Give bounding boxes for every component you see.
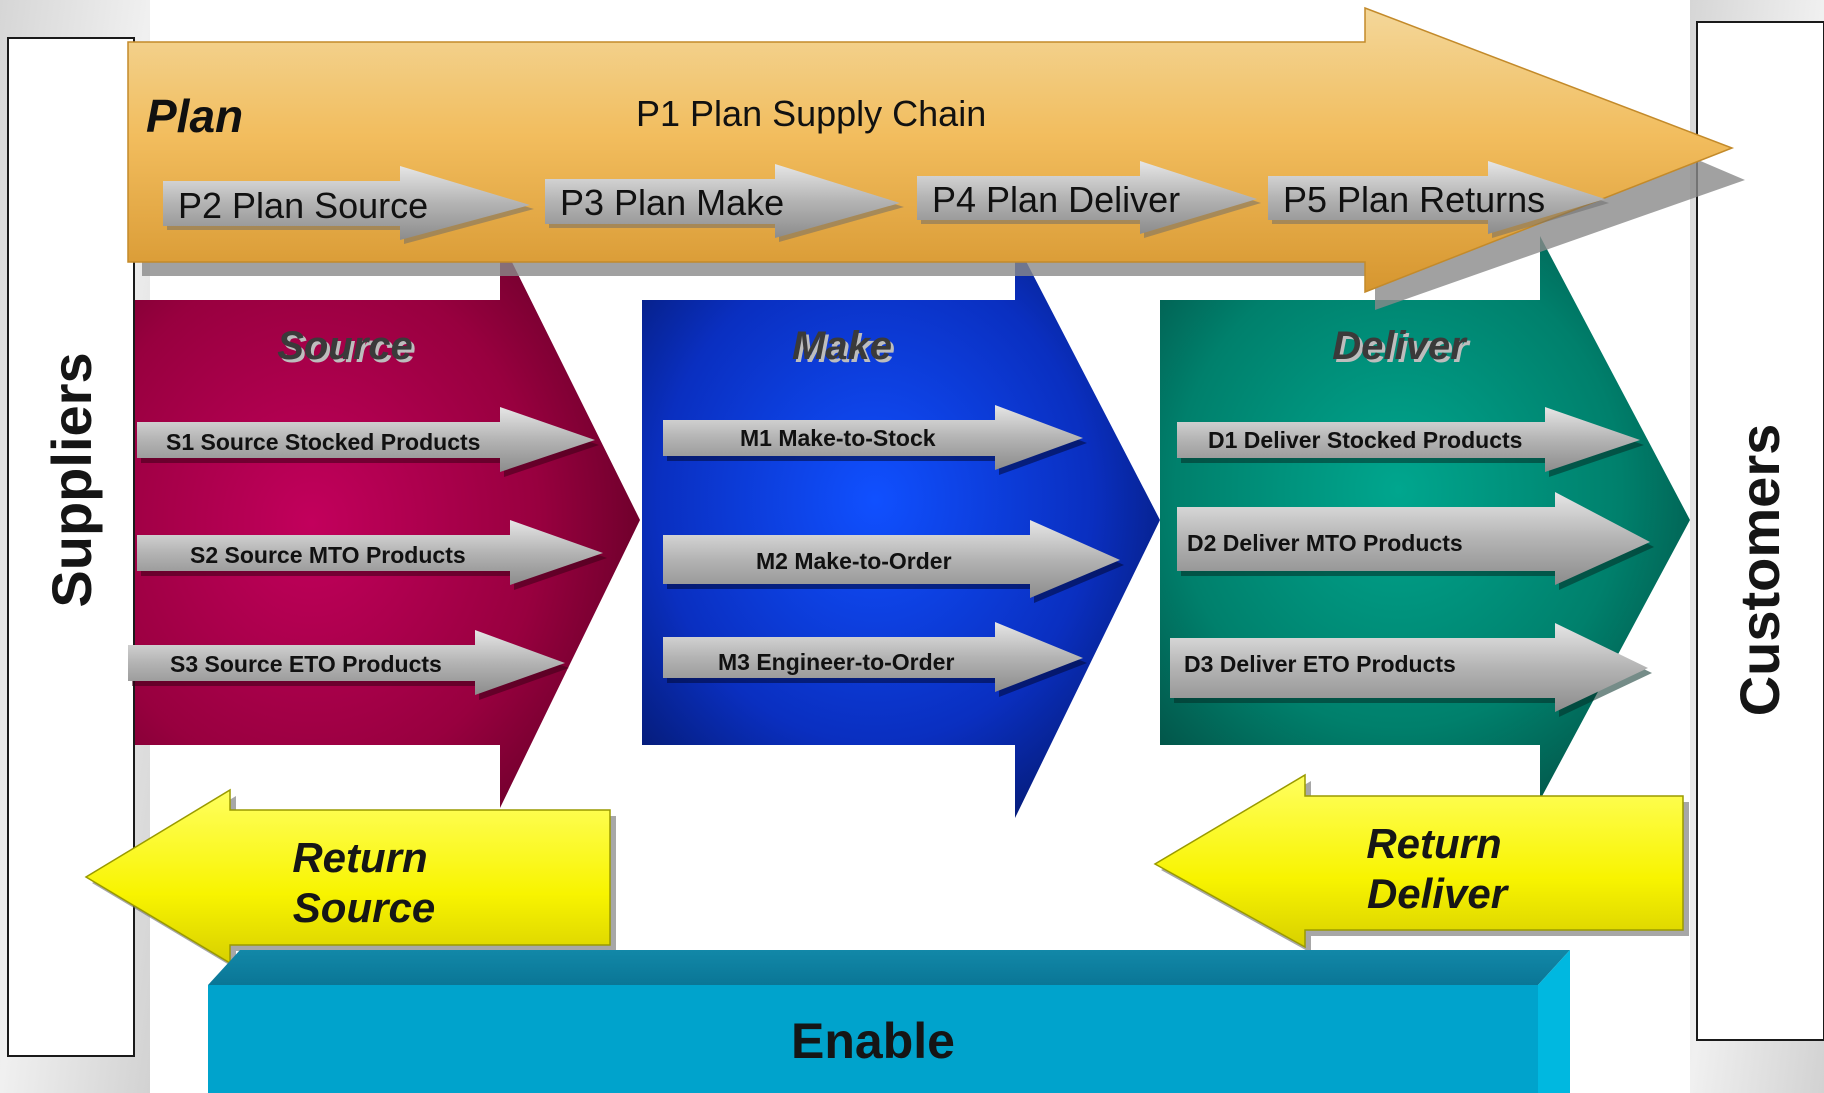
customers-panel: Customers <box>1696 21 1824 1041</box>
plan-step-label: P5 Plan Returns <box>1283 179 1545 220</box>
source-title-shadow: Source <box>280 327 416 371</box>
plan-step-label: P4 Plan Deliver <box>932 179 1180 220</box>
deliver-title-shadow: Deliver <box>1335 327 1471 371</box>
make-item-label: M2 Make-to-Order <box>756 548 952 574</box>
deliver-title: Deliver <box>1332 324 1468 368</box>
enable-label: Enable <box>791 1013 955 1069</box>
suppliers-label: Suppliers <box>40 352 103 607</box>
source-item-label: S1 Source Stocked Products <box>166 429 480 455</box>
plan-step-arrow-p5: P5 Plan Returns <box>1268 161 1609 238</box>
plan-main-label: P1 Plan Supply Chain <box>636 93 986 134</box>
make-item-arrow-m3: M3 Engineer-to-Order <box>663 622 1087 697</box>
return-source-arrow: Return Source <box>84 788 616 969</box>
customers-label: Customers <box>1728 424 1791 717</box>
source-item-label: S2 Source MTO Products <box>190 542 466 568</box>
plan-step-arrow-p2: P2 Plan Source <box>163 166 534 244</box>
deliver-item-label: D3 Deliver ETO Products <box>1184 651 1456 677</box>
return-deliver-line1: Return <box>1366 820 1501 867</box>
plan-step-label: P2 Plan Source <box>178 185 428 226</box>
source-item-label: S3 Source ETO Products <box>170 651 442 677</box>
plan-step-arrow-p3: P3 Plan Make <box>545 164 904 242</box>
source-item-arrow-s1: S1 Source Stocked Products <box>137 407 599 477</box>
return-deliver-line2: Deliver <box>1367 870 1510 917</box>
plan-step-label: P3 Plan Make <box>560 182 784 223</box>
return-source-line2: Source <box>293 884 435 931</box>
make-item-label: M3 Engineer-to-Order <box>718 649 954 675</box>
make-item-label: M1 Make-to-Stock <box>740 425 936 451</box>
source-item-arrow-s2: S2 Source MTO Products <box>137 520 607 590</box>
enable-bar: Enable <box>208 950 1570 1093</box>
suppliers-panel: Suppliers <box>7 37 135 1057</box>
plan-step-arrow-p4: P4 Plan Deliver <box>917 161 1261 238</box>
source-title: Source <box>277 324 413 368</box>
return-source-line1: Return <box>292 834 427 881</box>
return-deliver-arrow: Return Deliver <box>1153 773 1689 953</box>
plan-title: Plan <box>146 90 243 142</box>
deliver-item-label: D1 Deliver Stocked Products <box>1208 427 1522 453</box>
source-item-arrow-s3: S3 Source ETO Products <box>128 630 569 700</box>
make-title: Make <box>792 324 892 368</box>
deliver-item-arrow-d3: D3 Deliver ETO Products <box>1170 623 1652 717</box>
make-item-arrow-m2: M2 Make-to-Order <box>663 520 1124 603</box>
deliver-item-arrow-d1: D1 Deliver Stocked Products <box>1177 407 1644 477</box>
deliver-item-label: D2 Deliver MTO Products <box>1187 530 1463 556</box>
deliver-item-arrow-d2: D2 Deliver MTO Products <box>1177 492 1654 590</box>
make-item-arrow-m1: M1 Make-to-Stock <box>663 405 1087 475</box>
make-title-shadow: Make <box>795 327 895 371</box>
